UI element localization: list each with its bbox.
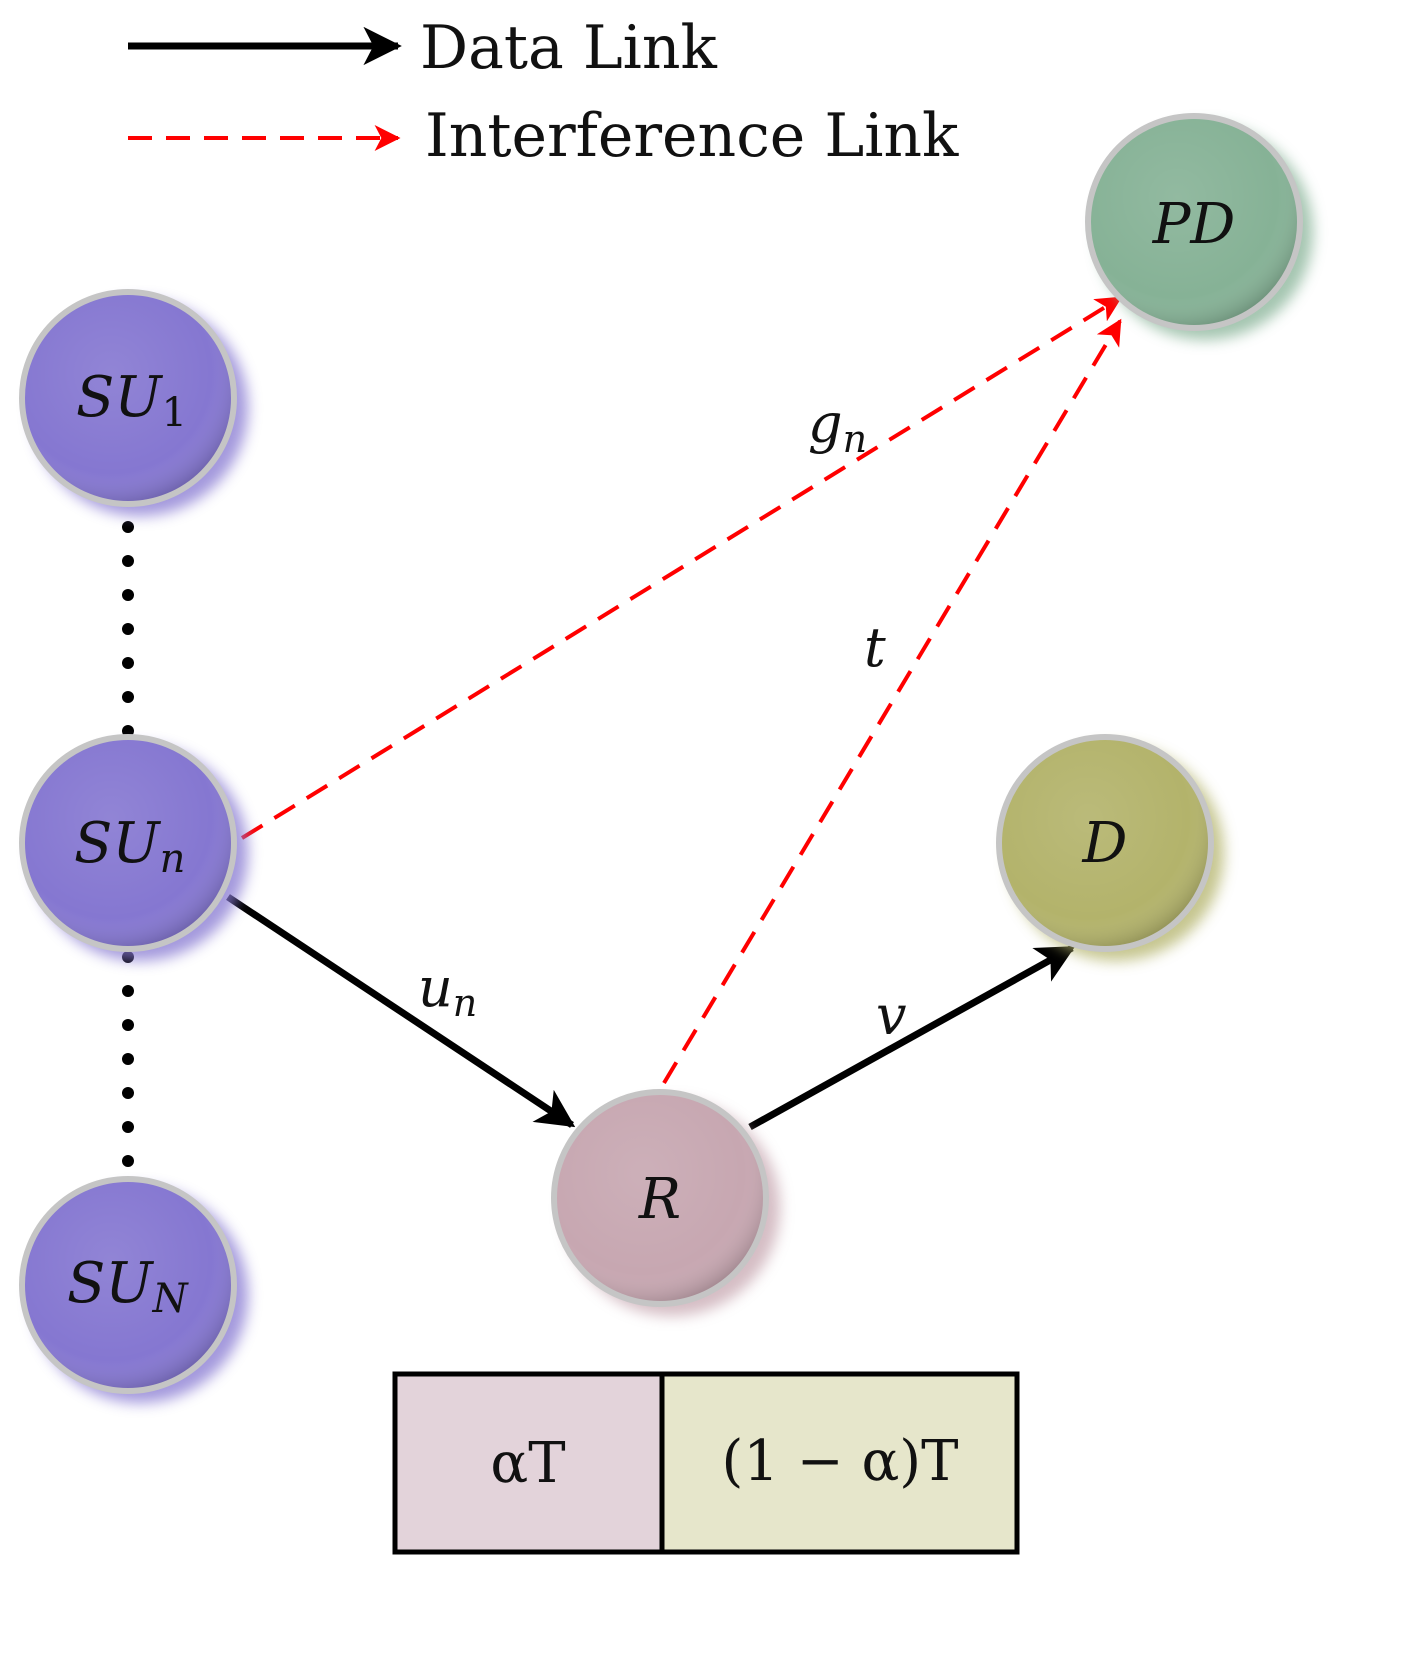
- data-link-sun-to-r: [226, 894, 576, 1128]
- time-slot-alpha: [392, 1371, 665, 1555]
- edge-label-un: un: [418, 956, 477, 1025]
- node-r-label: R: [638, 1167, 681, 1232]
- node-pd-label: PD: [1152, 192, 1236, 257]
- node-sun-label: SUn: [74, 811, 185, 882]
- node-d: D: [996, 734, 1224, 961]
- node-r: R: [551, 1089, 780, 1316]
- edge-label-gn: gn: [808, 392, 867, 461]
- data-link-r-to-d: [748, 944, 1076, 1131]
- edge-label-v: v: [876, 984, 907, 1047]
- time-slot-one-minus-alpha-label: (1 − α)T: [721, 1429, 958, 1494]
- node-suN-label: SUN: [67, 1251, 190, 1322]
- time-frame: αT (1 − α)T: [392, 1371, 1020, 1555]
- interference-link-r-to-pd: [662, 318, 1122, 1085]
- time-slot-one-minus-alpha: [659, 1371, 1020, 1555]
- legend-data-link-label: Data Link: [420, 13, 718, 83]
- legend-interference-link-label: Interference Link: [425, 101, 959, 171]
- node-su1: SU1: [19, 289, 248, 516]
- legend: Data Link Interference Link: [128, 13, 959, 171]
- node-sun: SUn: [19, 734, 248, 961]
- node-suN: SUN: [19, 1176, 248, 1403]
- links: [226, 296, 1123, 1131]
- node-su1-label: SU1: [76, 365, 187, 436]
- edge-label-t: t: [864, 616, 886, 679]
- time-slot-alpha-label: αT: [490, 1431, 565, 1496]
- interference-link-sun-to-pd: [240, 296, 1123, 840]
- node-d-label: D: [1082, 811, 1128, 876]
- node-pd: PD: [1085, 113, 1313, 340]
